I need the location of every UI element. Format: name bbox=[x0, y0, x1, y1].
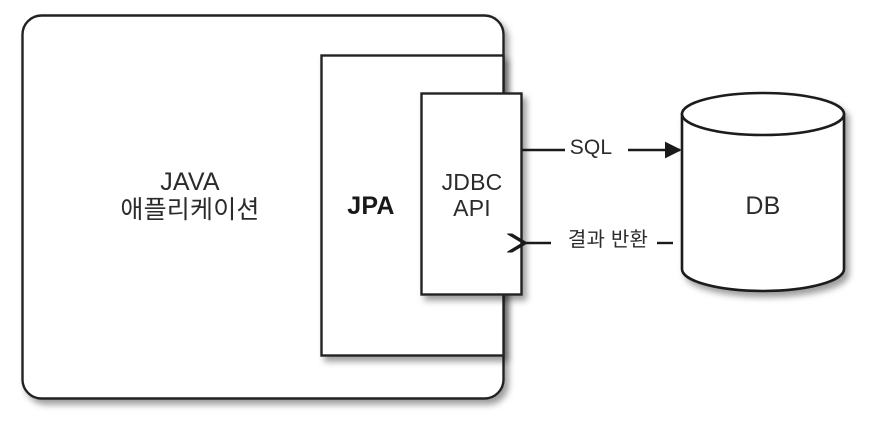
jdbc-api-label: JDBC API bbox=[426, 169, 518, 222]
database-cylinder bbox=[680, 91, 846, 293]
jdbc-api-label-line1: JDBC bbox=[441, 169, 503, 195]
java-application-label: JAVA 애플리케이션 bbox=[60, 168, 320, 224]
jdbc-api-box bbox=[420, 92, 523, 296]
jdbc-api-label-line2: API bbox=[453, 194, 491, 221]
result-return-edge-label: 결과 반환 bbox=[567, 229, 649, 251]
java-application-label-line1: JAVA bbox=[160, 168, 220, 196]
java-application-label-line2: 애플리케이션 bbox=[120, 196, 260, 224]
database-label: DB bbox=[745, 192, 781, 220]
jpa-label: JPA bbox=[347, 192, 395, 220]
sql-edge-label: SQL bbox=[569, 136, 613, 159]
